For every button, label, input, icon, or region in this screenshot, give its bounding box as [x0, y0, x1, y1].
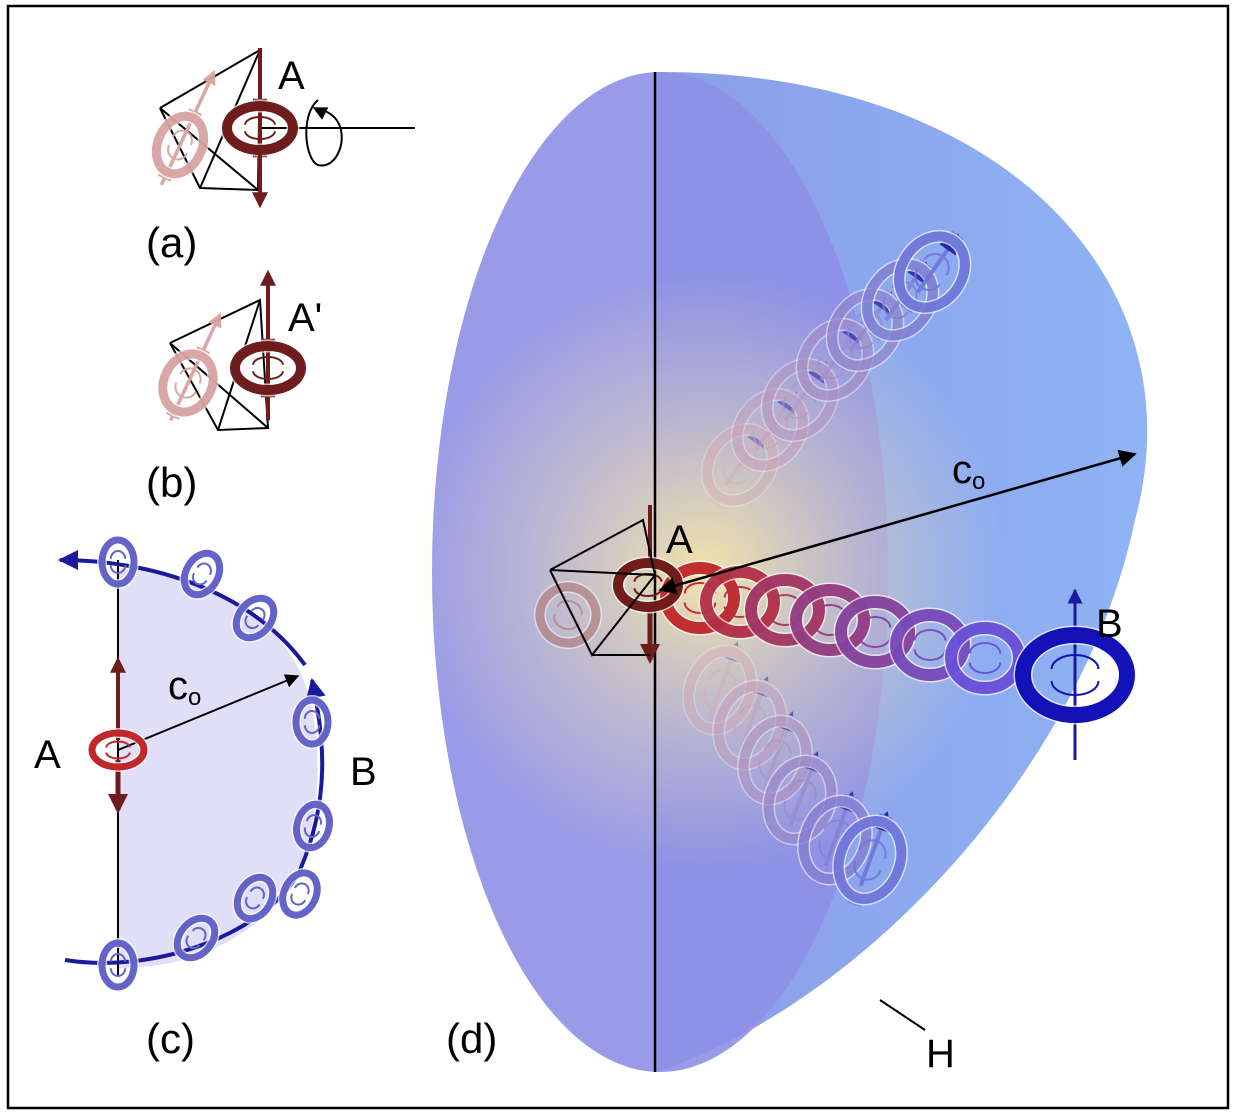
point-b-label-c: B: [350, 750, 377, 794]
point-a-label-c: A: [34, 733, 61, 777]
spin-arrow-icon: [249, 886, 265, 900]
radius-label-d: co: [952, 450, 985, 494]
panel-c-label: (c): [146, 1015, 195, 1062]
spin-arrow-icon: [191, 926, 207, 941]
spin-arrow-icon: [252, 356, 284, 365]
spin-ring-c-1: [179, 548, 225, 600]
spin-ring-pink-d: [534, 581, 602, 649]
radius-arrow-c: [117, 674, 300, 751]
spin-ring-c-0: [97, 535, 139, 589]
spin-ring-c-6: [232, 872, 278, 924]
spin-ring-c-8: [97, 938, 139, 992]
panel-a-label: (a): [146, 219, 198, 266]
spin-arrow-icon: [858, 616, 892, 628]
surface-h-label: H: [926, 1032, 955, 1076]
spin-ring-c-5: [277, 867, 323, 921]
spin-arrow-icon: [244, 116, 276, 125]
spin-arrow-icon: [305, 814, 323, 825]
spin-arrow-icon: [250, 606, 266, 621]
spin-ring-b: [1013, 625, 1137, 725]
panel-b: [156, 269, 308, 432]
spin-arrow-icon: [196, 562, 212, 576]
chain-low-5: [832, 811, 908, 907]
spin-arrow-icon: [179, 367, 202, 384]
spin-arrow-icon: [172, 129, 193, 146]
radius-arrow-d: [658, 449, 1137, 595]
chain-low-1: [712, 676, 788, 772]
figure-frame: [6, 4, 1230, 1110]
point-a-label-d: A: [666, 518, 693, 562]
spin-arrow-icon: [858, 839, 887, 860]
spin-arrow-icon: [105, 740, 131, 748]
spin-arrow-icon: [738, 704, 767, 725]
chain-low-0: [682, 641, 758, 737]
rotation-loop-icon: [305, 99, 343, 167]
chain-up-2: [760, 357, 840, 443]
spin-arrow-icon: [293, 882, 310, 895]
spin-arrow-icon: [763, 739, 792, 760]
spin-arrow-icon: [109, 953, 127, 962]
spin-arrow-icon: [708, 669, 737, 690]
point-a-prime-label: A': [288, 296, 323, 340]
chain-up-6: [892, 229, 972, 315]
spin-arrow-icon: [913, 629, 947, 641]
radius-sub-c: o: [188, 684, 202, 711]
radius-sub-d: o: [972, 468, 986, 495]
spin-arrow-icon: [556, 599, 583, 616]
chain-up-4: [825, 287, 905, 373]
spin-arrow-icon: [109, 550, 127, 559]
panel-d: [405, 71, 1148, 1072]
spin-ring-pink-b: [156, 312, 222, 422]
panel-a: [150, 48, 415, 209]
spin-arrow-icon: [968, 642, 1002, 654]
spin-ring-c-4: [291, 799, 335, 853]
spin-arrow-icon: [788, 779, 817, 800]
half-disk-c: [118, 568, 318, 968]
spin-arrow-icon: [923, 252, 950, 276]
panel-b-label: (b): [146, 459, 198, 506]
spin-ring-pink-a: [150, 69, 216, 186]
h-leader-line: [879, 999, 926, 1031]
spin-arrow-icon: [303, 710, 321, 719]
spin-ring-c-3: [291, 695, 333, 749]
point-a-label-a: A: [278, 54, 305, 98]
panel-d-label: (d): [446, 1015, 498, 1062]
spin-ring-c-2: [231, 593, 279, 643]
radius-main-c: c: [168, 664, 188, 708]
tetrahedron: [549, 518, 657, 657]
spin-ring-a-prime: [228, 269, 308, 421]
panel-c: [58, 535, 335, 992]
spin-arrow-icon: [1050, 654, 1100, 670]
spin-ring-c-7: [172, 913, 220, 963]
spin-ring-c-a: [87, 728, 149, 772]
chain-low-4: [797, 791, 873, 887]
point-b-label-d: B: [1096, 602, 1123, 646]
radius-label-c: co: [168, 666, 201, 710]
radius-main-d: c: [952, 448, 972, 492]
